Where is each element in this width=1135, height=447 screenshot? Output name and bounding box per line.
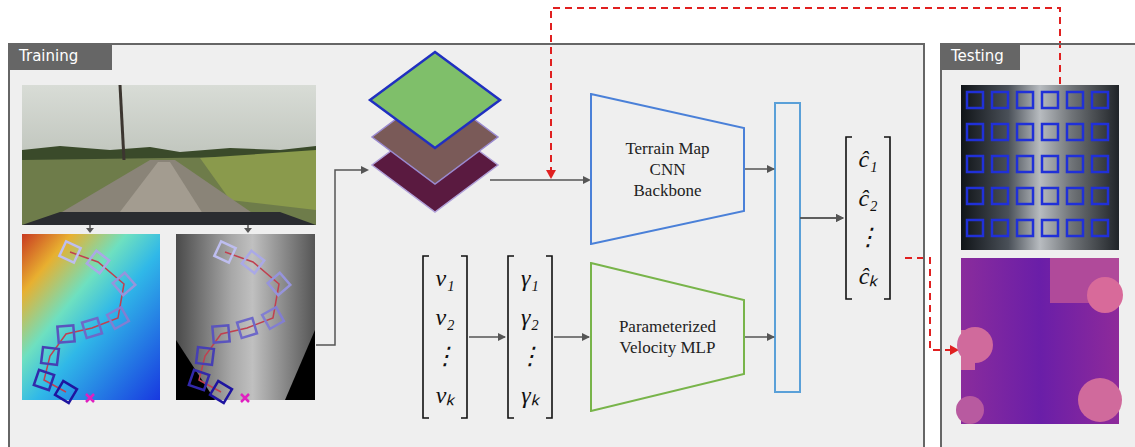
flow-arrow [745,165,844,222]
block-label: Terrain Map CNN Backbone [618,138,718,201]
velocity-vector: v₁v₂⋮vₖ [421,255,469,419]
vector-entry: ⋮ [856,218,880,257]
vector-entry: ĉ₁ [859,140,878,179]
vector-entry: γₖ [521,376,538,415]
panel-heading: Training [9,44,88,69]
panel-heading: Testing [941,44,1014,69]
velocity-mlp: Parameterized Velocity MLP [590,262,745,412]
vector-entry: v₁ [436,259,455,298]
vector-entry: vₖ [436,376,455,415]
flow-arrow [554,333,590,341]
vector-entry: ĉ₂ [859,179,878,218]
cnn-backbone: Terrain Map CNN Backbone [590,93,745,245]
flow-arrow [745,214,844,341]
vector-entry: γ₂ [521,298,539,337]
training-panel: TrainingTerrain Map CNN Backbonev₁v₂⋮vₖγ… [8,43,925,447]
cost-vector: ĉ₁ĉ₂⋮ĉₖ [844,136,892,300]
vector-entry: γ₁ [521,259,539,298]
vector-entry: v₂ [436,298,455,337]
vector-entry: ⋮ [518,337,542,376]
vector-entry: ⋮ [433,337,457,376]
testing-panel: Testing [940,43,1135,447]
vector-entry: ĉₖ [859,257,878,296]
trapezoid-outline [590,262,745,412]
flow-arrow [469,333,506,341]
block-label: Parameterized Velocity MLP [607,316,729,358]
gamma-vector: γ₁γ₂⋮γₖ [506,255,554,419]
